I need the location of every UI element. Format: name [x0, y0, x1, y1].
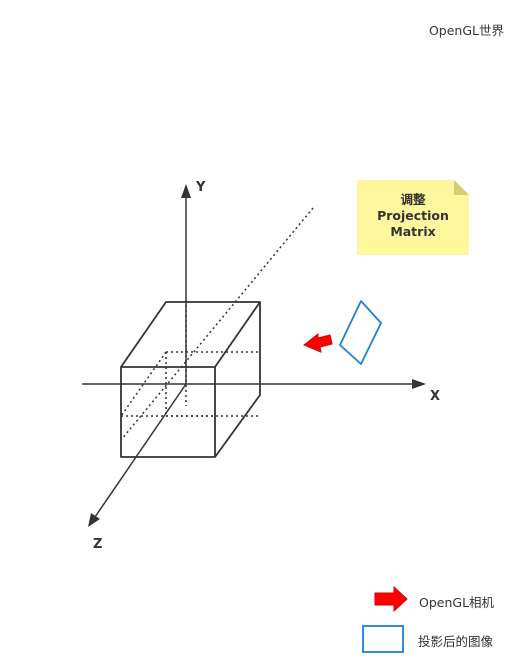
legend-camera-label: OpenGL相机: [419, 595, 495, 610]
note-fold: [454, 180, 469, 195]
camera-arrow-icon: [303, 332, 333, 353]
x-axis-label: X: [430, 389, 441, 404]
note-line-1: 调整: [400, 192, 426, 207]
z-axis: [94, 383, 187, 518]
projection-matrix-note: 调整 Projection Matrix: [357, 180, 469, 255]
y-axis-label: Y: [196, 180, 206, 195]
world-title: OpenGL世界: [428, 23, 504, 38]
legend-camera-icon: [374, 585, 408, 613]
cube-visible-edges: [120, 301, 261, 458]
legend-image-label: 投影后的图像: [418, 634, 494, 649]
note-text: 调整 Projection Matrix: [357, 192, 469, 240]
legend-image-icon: [362, 625, 404, 653]
cube-hidden-edges: [120, 300, 260, 417]
x-axis-arrowhead: [412, 379, 426, 389]
z-axis-label: Z: [93, 537, 103, 552]
note-line-3: Matrix: [390, 224, 436, 239]
note-line-2: Projection: [377, 208, 449, 223]
z-axis-arrowhead: [88, 513, 100, 527]
projected-image-shape: [339, 300, 382, 365]
y-axis-arrowhead: [181, 184, 191, 198]
note-sticky: [357, 180, 469, 255]
view-ray: [120, 207, 314, 441]
